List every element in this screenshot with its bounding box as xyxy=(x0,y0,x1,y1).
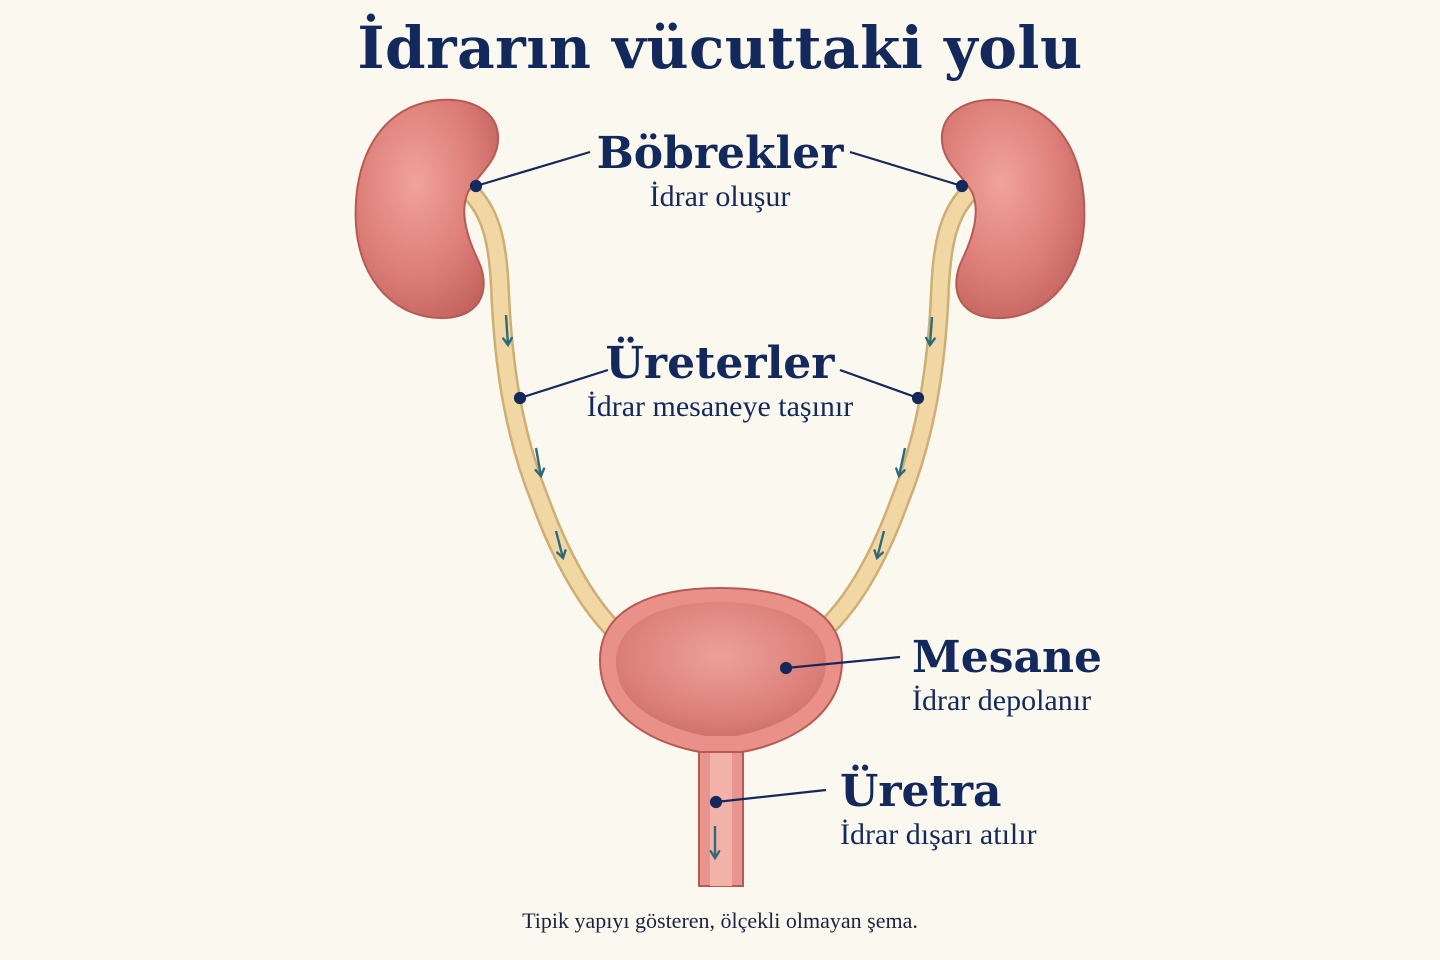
label-urethra-desc: İdrar dışarı atılır xyxy=(840,818,1037,851)
leader-dot-kidney-left xyxy=(469,179,483,193)
leader-dot-bladder xyxy=(779,661,793,675)
kidney-left xyxy=(354,98,500,320)
leader-dot-urethra xyxy=(709,795,723,809)
leader-kidney-left xyxy=(475,150,591,188)
flow-arrow-head-icon xyxy=(534,467,546,479)
label-ureters-desc: İdrar mesaneye taşınır xyxy=(586,390,854,423)
label-urethra: Üretra İdrar dışarı atılır xyxy=(840,766,1037,852)
ureter-left xyxy=(458,180,622,638)
flow-arrow-head-icon xyxy=(895,467,906,479)
flow-arrow-head-icon xyxy=(502,336,514,348)
urethra-tube xyxy=(698,739,744,887)
footnote: Tipik yapıyı gösteren, ölçekli olmayan ş… xyxy=(522,908,918,933)
leader-urethra xyxy=(715,788,827,804)
leader-ureter-right xyxy=(839,368,919,400)
leader-dot-kidney-right xyxy=(955,179,969,193)
flow-arrow-shaft xyxy=(504,314,510,346)
flow-arrow-shaft xyxy=(534,447,543,477)
leader-lines xyxy=(469,150,969,809)
flow-arrows xyxy=(502,314,936,861)
flow-arrow-shaft xyxy=(554,530,565,559)
label-kidneys-name: Böbrekler xyxy=(596,128,844,179)
label-bladder-name: Mesane xyxy=(912,632,1102,683)
label-kidneys: Böbrekler İdrar oluşur xyxy=(560,128,880,214)
leader-bladder xyxy=(785,655,901,670)
flow-arrow-head-icon xyxy=(709,850,721,861)
flow-arrow-shaft xyxy=(875,530,886,559)
leader-dot-ureter-left xyxy=(513,391,527,405)
kidney-right xyxy=(940,98,1086,320)
label-ureters-name: Üreterler xyxy=(605,338,835,389)
flow-arrow-shaft xyxy=(928,316,934,346)
label-bladder-desc: İdrar depolanır xyxy=(912,684,1092,717)
label-ureters: Üreterler İdrar mesaneye taşınır xyxy=(560,338,880,424)
flow-arrow-shaft xyxy=(897,447,907,477)
leader-ureter-left xyxy=(519,368,609,400)
label-urethra-name: Üretra xyxy=(840,766,1002,817)
leader-dot-ureter-right xyxy=(911,391,925,405)
page-title: İdrarın vücuttaki yolu xyxy=(357,14,1083,82)
label-kidneys-desc: İdrar oluşur xyxy=(649,180,791,213)
flow-arrow-head-icon xyxy=(555,549,567,561)
leader-kidney-right xyxy=(849,150,963,188)
bladder-organ xyxy=(598,586,844,753)
flow-arrow-head-icon xyxy=(873,549,885,561)
flow-arrow-head-icon xyxy=(925,336,936,348)
ureter-right xyxy=(816,180,982,638)
label-bladder: Mesane İdrar depolanır xyxy=(912,632,1102,718)
